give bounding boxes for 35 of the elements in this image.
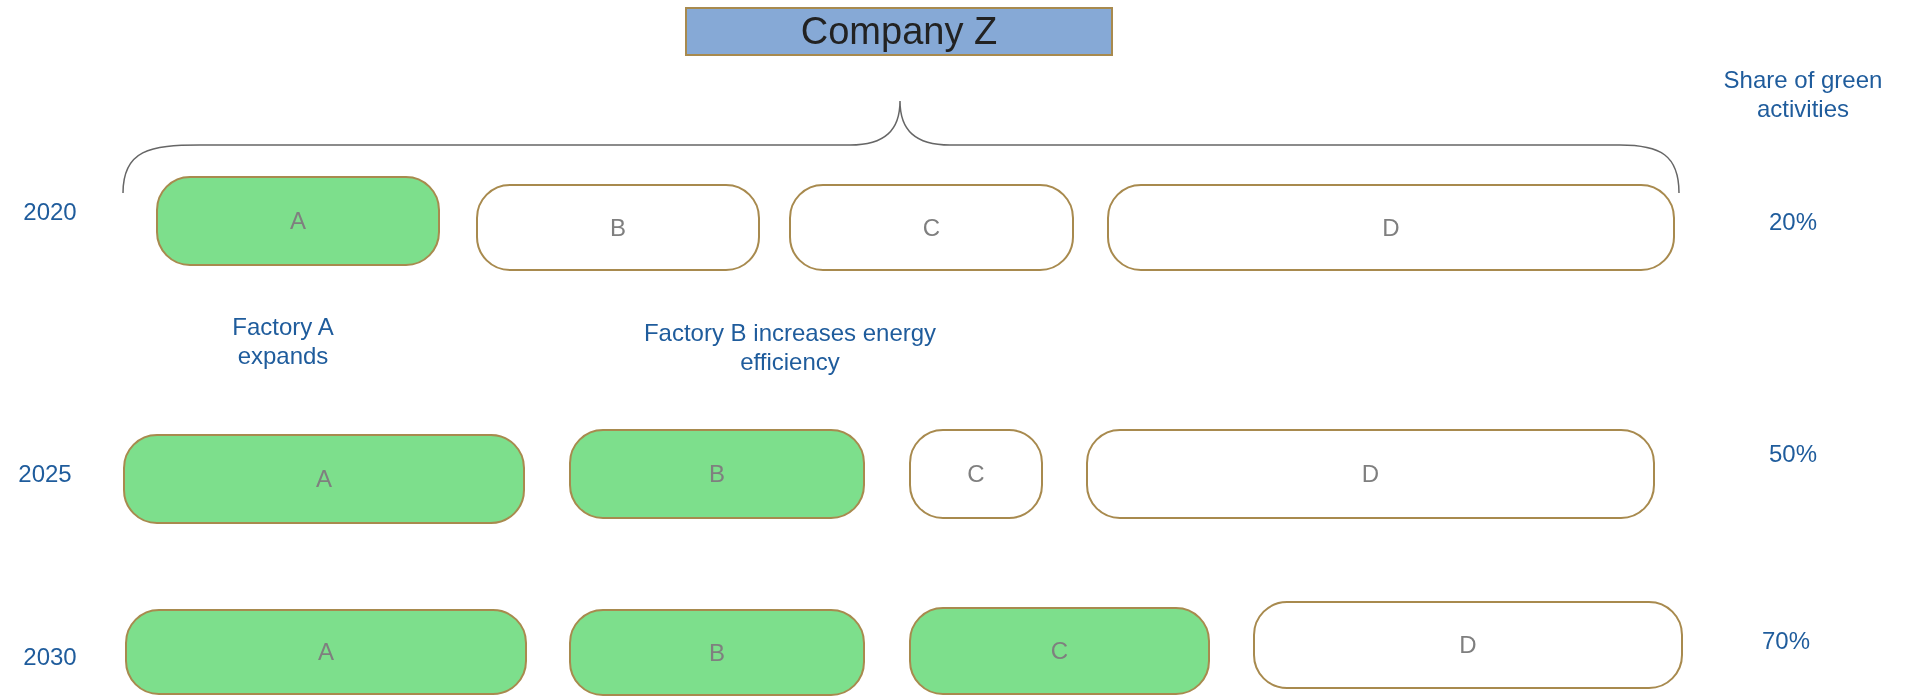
title-box <box>685 7 1113 56</box>
segment-label: A <box>318 638 334 666</box>
segment-label: Company Z <box>800 10 998 53</box>
annotation-text: Factory A expands <box>231 313 335 371</box>
percentage-label: 50% <box>1767 440 1818 469</box>
segment-pill <box>1086 429 1655 519</box>
annotation-text: Factory B increases energy efficiency <box>642 319 938 377</box>
segment-label: D <box>1459 631 1477 659</box>
segment-label: B <box>709 638 725 667</box>
segment-pill <box>1253 601 1683 689</box>
column-heading: Share of green activities <box>1722 66 1884 124</box>
segment-label: C <box>967 460 985 488</box>
percentage-label: 70% <box>1760 627 1811 656</box>
year-label: 2030 <box>22 643 78 672</box>
segment-pill <box>156 176 440 266</box>
segment-pill <box>569 609 865 696</box>
segment-label: D <box>1361 460 1380 488</box>
segment-pill <box>476 184 760 271</box>
segment-label: B <box>610 213 626 242</box>
percentage-label: 20% <box>1767 208 1818 237</box>
segment-label: B <box>709 460 725 488</box>
segment-pill <box>125 609 527 695</box>
segment-label: A <box>316 465 332 493</box>
segment-pill <box>123 434 525 524</box>
segment-pill <box>909 607 1210 695</box>
segment-pill <box>1107 184 1675 271</box>
segment-pill <box>569 429 865 519</box>
segment-label: C <box>1050 637 1069 665</box>
segment-pill <box>909 429 1043 519</box>
segment-label: C <box>922 213 941 242</box>
year-label: 2025 <box>17 460 73 489</box>
segment-pill <box>789 184 1074 271</box>
year-label: 2020 <box>22 198 78 227</box>
segment-label: A <box>290 207 306 235</box>
segment-label: D <box>1382 213 1400 242</box>
